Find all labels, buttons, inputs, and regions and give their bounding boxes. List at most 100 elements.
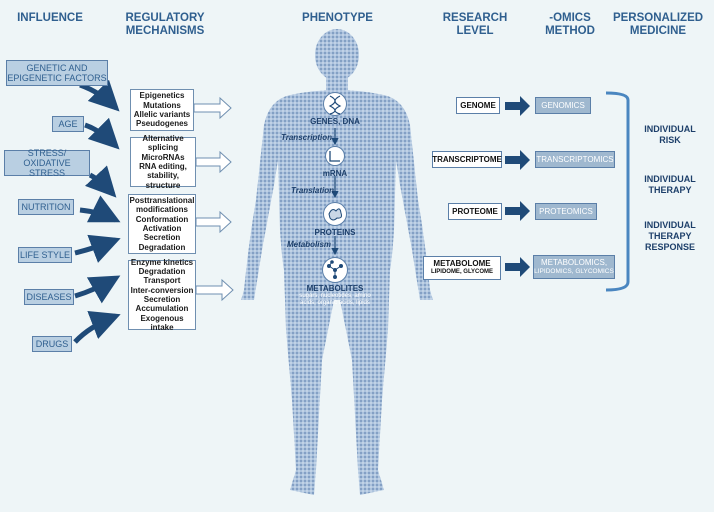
level-genome: GENOME bbox=[456, 97, 500, 114]
metabolites-sub-2: acids, organic acids, lipids bbox=[300, 300, 370, 306]
header-regulatory: REGULATORY MECHANISMS bbox=[115, 12, 215, 38]
omics-transcriptomics-label: TRANSCRIPTOMICS bbox=[536, 155, 614, 164]
header-research-line2: LEVEL bbox=[456, 25, 494, 37]
header-personalized-line2: MEDICINE bbox=[629, 25, 687, 37]
omics-genomics: GENOMICS bbox=[535, 97, 591, 114]
influence-age-label: AGE bbox=[58, 119, 78, 129]
influence-nutrition: NUTRITION bbox=[18, 199, 74, 215]
level-metabolome-line1: METABOLOME bbox=[433, 259, 491, 268]
influence-arrows bbox=[73, 79, 121, 344]
metabolite-icon bbox=[322, 257, 348, 283]
mech-line: stability, structure bbox=[145, 171, 181, 190]
header-omics: -OMICS METHOD bbox=[530, 12, 610, 38]
omics-metabolomics: METABOLOMICS, LIPIDOMICS, GLYCOMICS bbox=[533, 255, 615, 279]
mech-line: Pseudogenes bbox=[135, 119, 188, 129]
header-research: RESEARCH LEVEL bbox=[435, 12, 515, 38]
omics-metabolomics-line2: LIPIDOMICS, GLYCOMICS bbox=[534, 268, 614, 275]
mech-line: Exogenous intake bbox=[140, 313, 184, 332]
influence-age: AGE bbox=[52, 116, 84, 132]
mech-line: Secretion bbox=[143, 295, 181, 304]
mech-line: Allelic variants bbox=[133, 110, 191, 119]
header-phenotype: PHENOTYPE bbox=[302, 12, 373, 24]
protein-icon bbox=[323, 202, 347, 226]
mech-line: MicroRNAs bbox=[141, 152, 185, 162]
influence-genetic-line2: EPIGENETIC FACTORS bbox=[7, 73, 107, 83]
influence-stress-line1: STRESS/ bbox=[27, 148, 67, 158]
influence-lifestyle: LIFE STYLE bbox=[18, 247, 72, 263]
header-regulatory-line1: REGULATORY bbox=[125, 12, 205, 24]
influence-stress-line2: OXIDATIVE STRESS bbox=[23, 158, 71, 178]
mrna-label: mRNA bbox=[322, 169, 348, 178]
genes-dna-label: GENES, DNA bbox=[310, 117, 360, 126]
mech-line: Degradation bbox=[138, 267, 186, 277]
level-metabolome-line2: LIPIDOME, GLYCOME bbox=[430, 269, 494, 275]
mech-line: Activation bbox=[142, 224, 182, 233]
header-regulatory-line2: MECHANISMS bbox=[125, 25, 205, 37]
mechanism-metabolite: Enzyme kinetics Degradation Transport In… bbox=[128, 257, 196, 332]
pm-line: INDIVIDUAL bbox=[644, 174, 696, 184]
transcription-label: Transcription bbox=[281, 133, 332, 142]
omics-proteomics: PROTEOMICS bbox=[535, 203, 597, 220]
dna-icon bbox=[323, 92, 347, 116]
influence-nutrition-label: NUTRITION bbox=[21, 202, 71, 212]
pm-line: RESPONSE bbox=[644, 242, 695, 252]
mech-line: modifications bbox=[135, 205, 188, 215]
mech-line: Enzyme kinetics bbox=[130, 257, 194, 267]
level-genome-label: GENOME bbox=[460, 101, 496, 110]
mech-line: Alternative bbox=[142, 134, 184, 144]
bracket bbox=[605, 91, 630, 292]
header-omics-line2: METHOD bbox=[545, 25, 595, 37]
influence-genetic: GENETIC AND EPIGENETIC FACTORS bbox=[6, 60, 108, 86]
header-personalized: PERSONALIZED MEDICINE bbox=[608, 12, 708, 38]
pm-individual-therapy-response: INDIVIDUAL THERAPY RESPONSE bbox=[632, 220, 708, 253]
mech-line: splicing bbox=[147, 143, 179, 153]
header-influence: INFLUENCE bbox=[17, 12, 83, 24]
influence-genetic-line1: GENETIC AND bbox=[26, 63, 88, 73]
mech-line: Secretion bbox=[143, 233, 181, 243]
mechanism-transcription: Alternative splicing MicroRNAs RNA editi… bbox=[130, 134, 196, 190]
mech-line: Mutations bbox=[143, 100, 181, 110]
mech-line: Accumulation bbox=[135, 304, 189, 314]
translation-label: Translation bbox=[291, 186, 334, 195]
level-proteome: PROTEOME bbox=[448, 203, 502, 220]
level-proteome-label: PROTEOME bbox=[452, 207, 498, 216]
influence-drugs: DRUGS bbox=[32, 336, 72, 352]
omics-genomics-label: GENOMICS bbox=[541, 101, 585, 110]
influence-diseases: DISEASES bbox=[24, 289, 74, 305]
mech-line: Transport bbox=[143, 276, 181, 286]
metabolites-label: METABOLITES bbox=[306, 284, 364, 293]
pm-line: INDIVIDUAL bbox=[644, 220, 696, 230]
pm-line: RISK bbox=[659, 135, 681, 145]
influence-stress: STRESS/ OXIDATIVE STRESS bbox=[4, 148, 90, 178]
influence-drugs-label: DRUGS bbox=[35, 339, 69, 349]
pm-individual-risk: INDIVIDUAL RISK bbox=[632, 124, 708, 146]
pm-individual-therapy: INDIVIDUAL THERAPY bbox=[632, 174, 708, 196]
header-research-line1: RESEARCH bbox=[442, 12, 508, 24]
mechanism-genetic: Epigenetics Mutations Allelic variants P… bbox=[130, 89, 194, 131]
level-metabolome: METABOLOME LIPIDOME, GLYCOME bbox=[423, 256, 501, 280]
influence-diseases-label: DISEASES bbox=[26, 292, 72, 302]
pm-line: THERAPY bbox=[648, 231, 692, 241]
mech-line: Posttranslational bbox=[129, 196, 195, 206]
omics-metabolomics-line1: METABOLOMICS, bbox=[540, 258, 608, 267]
mrna-icon bbox=[325, 146, 345, 166]
mechanism-arrows bbox=[193, 96, 234, 302]
pm-line: THERAPY bbox=[648, 185, 692, 195]
influence-lifestyle-label: LIFE STYLE bbox=[19, 250, 71, 260]
mech-line: Conformation bbox=[135, 214, 189, 224]
mechanism-protein: Posttranslational modifications Conforma… bbox=[128, 194, 196, 254]
proteins-label: PROTEINS bbox=[314, 228, 356, 237]
header-omics-line1: -OMICS bbox=[549, 12, 591, 24]
omics-proteomics-label: PROTEOMICS bbox=[539, 207, 593, 216]
level-transcriptome: TRANSCRIPTOME bbox=[432, 151, 502, 168]
header-personalized-line1: PERSONALIZED bbox=[612, 12, 704, 24]
mech-line: RNA editing, bbox=[139, 162, 187, 171]
metabolites-sub-1: sugars, nucleotides, amino bbox=[299, 293, 371, 299]
level-arrows bbox=[505, 96, 530, 277]
mech-line: Degradation bbox=[138, 242, 186, 252]
human-body-silhouette bbox=[241, 29, 433, 495]
omics-transcriptomics: TRANSCRIPTOMICS bbox=[535, 151, 615, 168]
level-transcriptome-label: TRANSCRIPTOME bbox=[432, 155, 502, 164]
pm-line: INDIVIDUAL bbox=[644, 124, 696, 134]
